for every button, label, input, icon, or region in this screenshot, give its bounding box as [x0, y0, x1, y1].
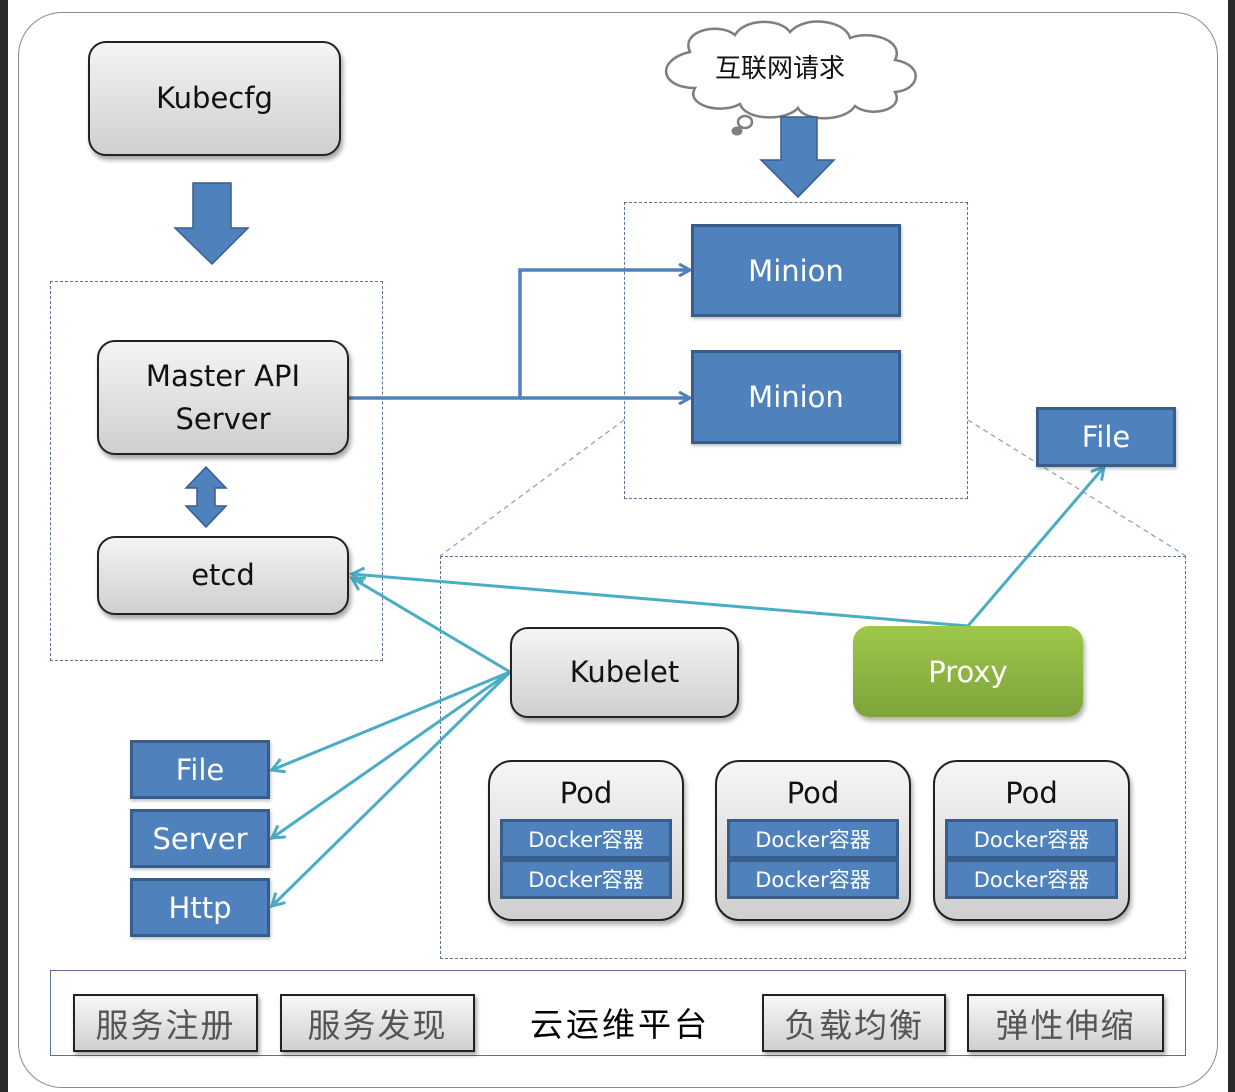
- resource-file-node[interactable]: File: [130, 740, 270, 799]
- cloud-icon: [665, 20, 917, 136]
- connector-proxy-file: [966, 467, 1104, 627]
- connector-kubelet-server: [272, 670, 511, 838]
- docker-container[interactable]: Docker容器: [500, 819, 672, 859]
- pod-title: Pod: [786, 776, 840, 810]
- kubelet-node[interactable]: Kubelet: [510, 627, 739, 718]
- docker-container[interactable]: Docker容器: [945, 819, 1118, 859]
- minion-node[interactable]: Minion: [691, 224, 901, 317]
- kubecfg-label: Kubecfg: [156, 81, 273, 116]
- service-discovery-button[interactable]: 服务发现: [280, 994, 475, 1052]
- arrow-updown-master-etcd: [184, 465, 228, 529]
- cloud-ops-platform: [50, 970, 1186, 1056]
- master-group: [50, 281, 383, 661]
- connector-master-minions: [349, 270, 690, 398]
- master-api-server-node[interactable]: Master API Server: [97, 340, 349, 455]
- resource-file-label: File: [175, 752, 225, 787]
- minion-group: [624, 202, 968, 499]
- arrow-down-request: [759, 116, 836, 199]
- resource-server-node[interactable]: Server: [130, 809, 270, 868]
- file-node-right[interactable]: File: [1036, 407, 1176, 467]
- connector-kubelet-file: [272, 670, 511, 770]
- proxy-node[interactable]: Proxy: [853, 626, 1083, 717]
- docker-container[interactable]: Docker容器: [727, 859, 899, 899]
- minion-label: Minion: [748, 380, 844, 414]
- arrow-down-kubecfg: [173, 182, 250, 266]
- connector-kubelet-etcd: [352, 578, 511, 674]
- zoom-guide-right: [967, 419, 1187, 557]
- proxy-label: Proxy: [928, 654, 1008, 689]
- master-api-server-label-line1: Master API: [145, 359, 301, 394]
- diagram-frame: [18, 12, 1218, 1088]
- resource-server-label: Server: [152, 821, 248, 856]
- connector-kubelet-http: [272, 670, 512, 906]
- pod-node[interactable]: Pod Docker容器 Docker容器: [488, 760, 684, 921]
- file-label: File: [1081, 420, 1131, 454]
- minion-node[interactable]: Minion: [691, 350, 901, 444]
- minion-label: Minion: [748, 253, 844, 288]
- etcd-label: etcd: [191, 558, 255, 593]
- service-registration-button[interactable]: 服务注册: [73, 994, 258, 1052]
- node-detail-group: [440, 556, 1186, 959]
- platform-title: 云运维平台: [530, 1005, 710, 1044]
- zoom-guide-left: [439, 419, 625, 557]
- request-cloud-label: 互联网请求: [714, 54, 845, 84]
- pod-node[interactable]: Pod Docker容器 Docker容器: [715, 760, 911, 921]
- master-api-server-label-line2: Server: [175, 401, 271, 436]
- pod-title: Pod: [1005, 776, 1058, 810]
- resource-http-label: Http: [168, 890, 232, 925]
- docker-container[interactable]: Docker容器: [945, 859, 1118, 899]
- docker-container[interactable]: Docker容器: [727, 819, 899, 859]
- pod-title: Pod: [559, 776, 613, 810]
- kubecfg-node[interactable]: Kubecfg: [88, 41, 341, 156]
- docker-container[interactable]: Docker容器: [500, 859, 672, 899]
- etcd-node[interactable]: etcd: [97, 536, 349, 615]
- connector-proxy-etcd: [352, 574, 969, 628]
- resource-http-node[interactable]: Http: [130, 878, 270, 937]
- kubelet-label: Kubelet: [569, 655, 680, 690]
- elastic-scaling-button[interactable]: 弹性伸缩: [967, 994, 1164, 1052]
- load-balancing-button[interactable]: 负载均衡: [762, 994, 946, 1052]
- pod-node[interactable]: Pod Docker容器 Docker容器: [933, 760, 1130, 921]
